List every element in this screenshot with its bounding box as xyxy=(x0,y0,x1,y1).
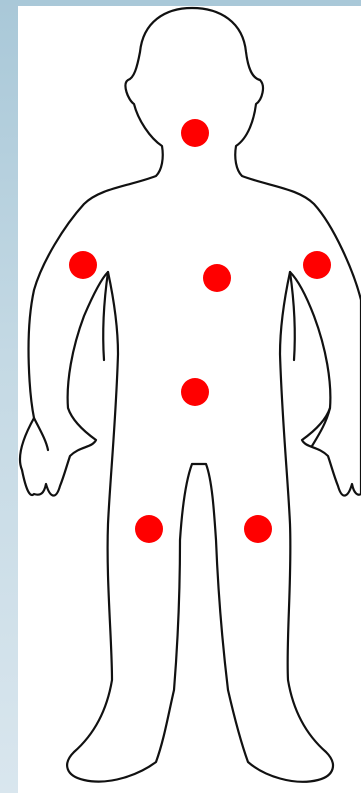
right-shoulder-marker xyxy=(69,251,97,279)
marker-group xyxy=(69,119,331,543)
neck-marker xyxy=(181,119,209,147)
chest-marker xyxy=(203,264,231,292)
left-knee-marker xyxy=(244,515,272,543)
abdomen-marker xyxy=(181,378,209,406)
left-shoulder-marker xyxy=(303,251,331,279)
right-knee-marker xyxy=(135,515,163,543)
